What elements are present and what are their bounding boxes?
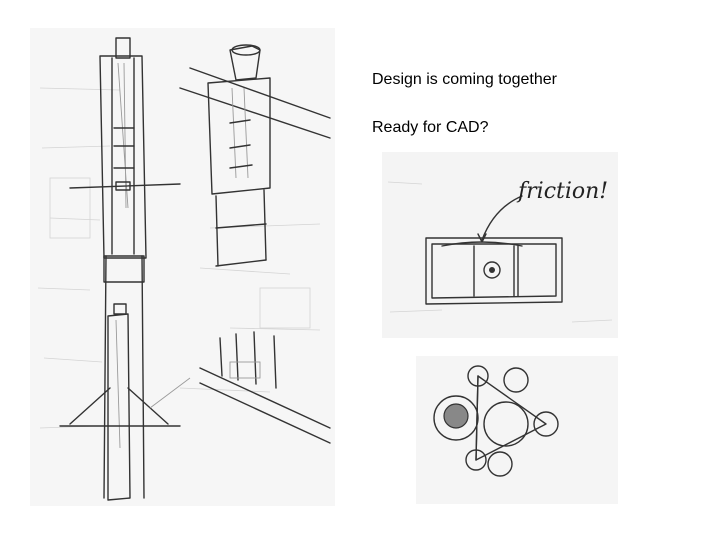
sketch-column-assembly [69, 37, 181, 499]
sketch-post-with-supports [59, 303, 191, 501]
slide-line-2: Ready for CAD? [372, 119, 489, 136]
sketch-isometric-housing [179, 44, 331, 267]
sketch-friction-detail: friction! [382, 152, 618, 338]
sketch-page-main [30, 28, 335, 506]
friction-label: friction! [516, 179, 608, 204]
sketch-rail-posts [199, 331, 331, 444]
slide-line-1: Design is coming together [372, 71, 557, 88]
slide-text: Design is coming together Ready for CAD? [372, 70, 672, 166]
sketch-triangle-circles [416, 356, 618, 504]
